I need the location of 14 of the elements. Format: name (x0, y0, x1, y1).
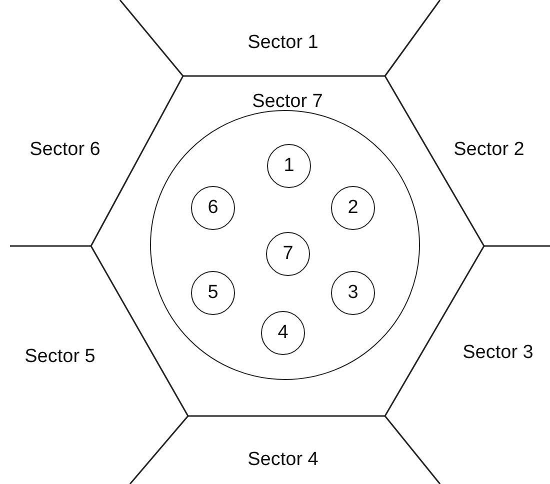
sector-label: Sector 7 (251, 90, 324, 114)
sector-label: Sector 6 (22, 137, 108, 163)
sector-label: Sector 4 (243, 447, 323, 473)
numbered-circle: 2 (331, 186, 375, 230)
numbered-circle: 1 (267, 144, 311, 188)
sector-label: Sector 1 (243, 30, 323, 56)
numbered-circle: 7 (266, 232, 310, 276)
numbered-circle: 3 (331, 271, 375, 315)
sector-label: Sector 5 (17, 344, 103, 370)
numbered-circle: 4 (261, 311, 305, 355)
sector-label: Sector 3 (455, 340, 541, 366)
sector-label: Sector 2 (446, 137, 532, 163)
numbered-circle: 6 (191, 186, 235, 230)
numbered-circle: 5 (191, 271, 235, 315)
